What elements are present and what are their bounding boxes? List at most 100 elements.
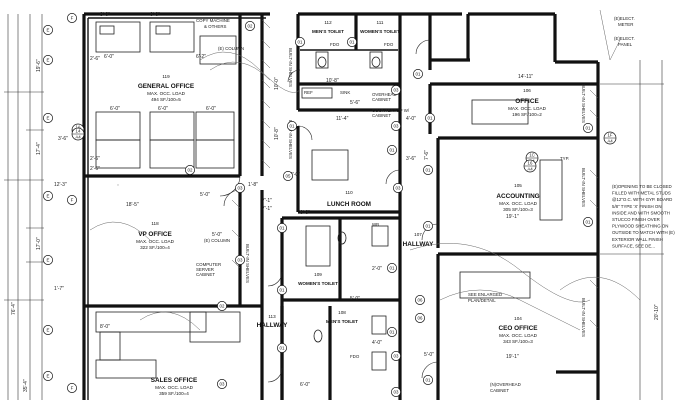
dim-left-2: 17'-4" [36,142,42,155]
tag-marker: 02 [185,165,195,175]
room-number: 106 [523,88,531,93]
tag-label: E [47,257,50,262]
room-name: ACCOUNTING [496,193,539,200]
tag-label: 01 [416,71,421,76]
note-typ: TYP. [560,156,569,161]
section-mark-top: 1A [75,124,80,129]
tag-label: 03 [394,353,399,358]
dim-left-4: 76'-4" [11,302,17,315]
room-area: 322 SF./100=4 [140,245,170,250]
dim-left-1: 19'-6" [36,59,42,72]
room-area: 305 SF./100=3 [503,207,533,212]
room-name: CEO OFFICE [498,325,538,332]
plumbing-fixtures [305,51,389,371]
tag-marker: 03 [393,183,403,193]
dim: 11'-4" [336,116,349,122]
tag-marker: 01 [387,145,397,155]
tag-label: 01 [298,39,303,44]
note-overhead-cab: OVERHEAD [372,92,397,97]
dim: 6'-2" [196,54,206,60]
section-mark-bottom: A4 [527,166,533,171]
dim: 6'-0" [110,106,120,112]
room-name: VP OFFICE [138,231,172,238]
tag-label: 01 [390,329,395,334]
tag-label: 01 [280,225,285,230]
tag-label: 06 [418,297,423,302]
room-load: MAX. OCC. LOAD [155,385,193,390]
dim: 6'-0" [158,106,168,112]
room-name: MEN'S TOILET [326,319,358,324]
note-column-2: (E) COLUMN [204,238,230,243]
dim: 6'-0" [150,12,160,18]
note-copy-machine: COPY MACHINE [196,18,230,23]
note-ref: REF [304,90,313,95]
note-elect-meter: (E)ELECT. [614,16,635,21]
tag-label: 03 [220,381,225,386]
tag-label: 03 [238,257,243,262]
tag-marker: E [43,113,53,123]
tag-marker: F [67,383,77,393]
tag-marker: 03 [235,183,245,193]
tag-marker: F [67,13,77,23]
note-builtin-6: BUILT-IN SHELVES [581,298,586,337]
dim: 2'-0" [372,266,382,272]
dim: 5'-0" [200,192,210,198]
tag-label: 03 [394,123,399,128]
section-mark-bottom: A4 [607,138,613,143]
room-load: MAX. OCC. LOAD [136,239,174,244]
tag-label: F [71,385,74,390]
tag-label: 03 [394,87,399,92]
exterior-walls [82,12,600,400]
spec-note-line: STUCCO FINISH OVER [612,217,660,222]
tag-marker: 01 [413,69,423,79]
right-dimension-lines [600,60,664,400]
room-name: WOMEN'S TOILET [360,29,400,34]
tag-marker: 01 [583,217,593,227]
spec-note-line: @12"O.C. WITH GYP. BOARD [612,197,672,202]
dim: 3'-6" [406,156,416,162]
tag-marker: 01 [583,123,593,133]
note-cabinet: CABINET [196,272,215,277]
room-office-106: 106 OFFICE MAX. OCC. LOAD 196 SF./100=2 [508,88,546,117]
dim: 6'-0" [300,382,310,388]
room-womens-toilet-109: 109 WOMEN'S TOILET [298,272,338,286]
dim: 2'-6" [90,166,100,172]
tag-label: 01 [350,39,355,44]
tag-label: 03 [394,389,399,394]
dim: 6'-0" [206,106,216,112]
note-server: SERVER [196,267,214,272]
dim: 7'-1" [262,206,272,212]
tag-marker: E [43,255,53,265]
tag-marker: E [43,325,53,335]
tag-label: F [71,197,74,202]
note-elect-panel-2: PANEL [618,42,633,47]
tag-label: F [71,15,74,20]
tag-marker: 01 [277,223,287,233]
hand-sketch-marks [89,9,641,331]
room-sales-office: SALES OFFICE MAX. OCC. LOAD 359 SF./100=… [151,377,198,396]
room-number: 112 [324,20,332,25]
room-number: 107 [414,232,422,237]
spec-note-line: PLYWOOD SHEATHING ON [612,224,668,229]
room-number: 109 [314,272,322,277]
wall-hatching [231,19,599,329]
furniture-desks [95,21,563,379]
note-counter: COUNTERTOP W/ [372,108,410,113]
room-number: 119 [162,74,170,79]
room-number: 104 [514,316,522,321]
note-builtin-5: BUILT-IN SHELVES [581,168,586,207]
tag-label: 01 [426,167,431,172]
room-number: 111 [377,20,384,25]
dim: 4'-0" [372,340,382,346]
note-enlarged-2: PLAN/DETAIL [468,298,496,303]
tag-label: 01 [428,115,433,120]
tag-label: 01 [290,123,295,128]
room-hallway-113: 113 HALLWAY [257,314,288,329]
tag-marker: 03 [391,351,401,361]
tag-label: 01 [280,287,285,292]
tag-label: E [47,115,50,120]
tag-marker: 01 [347,37,357,47]
dim-right-1: 20'-10" [654,304,660,320]
